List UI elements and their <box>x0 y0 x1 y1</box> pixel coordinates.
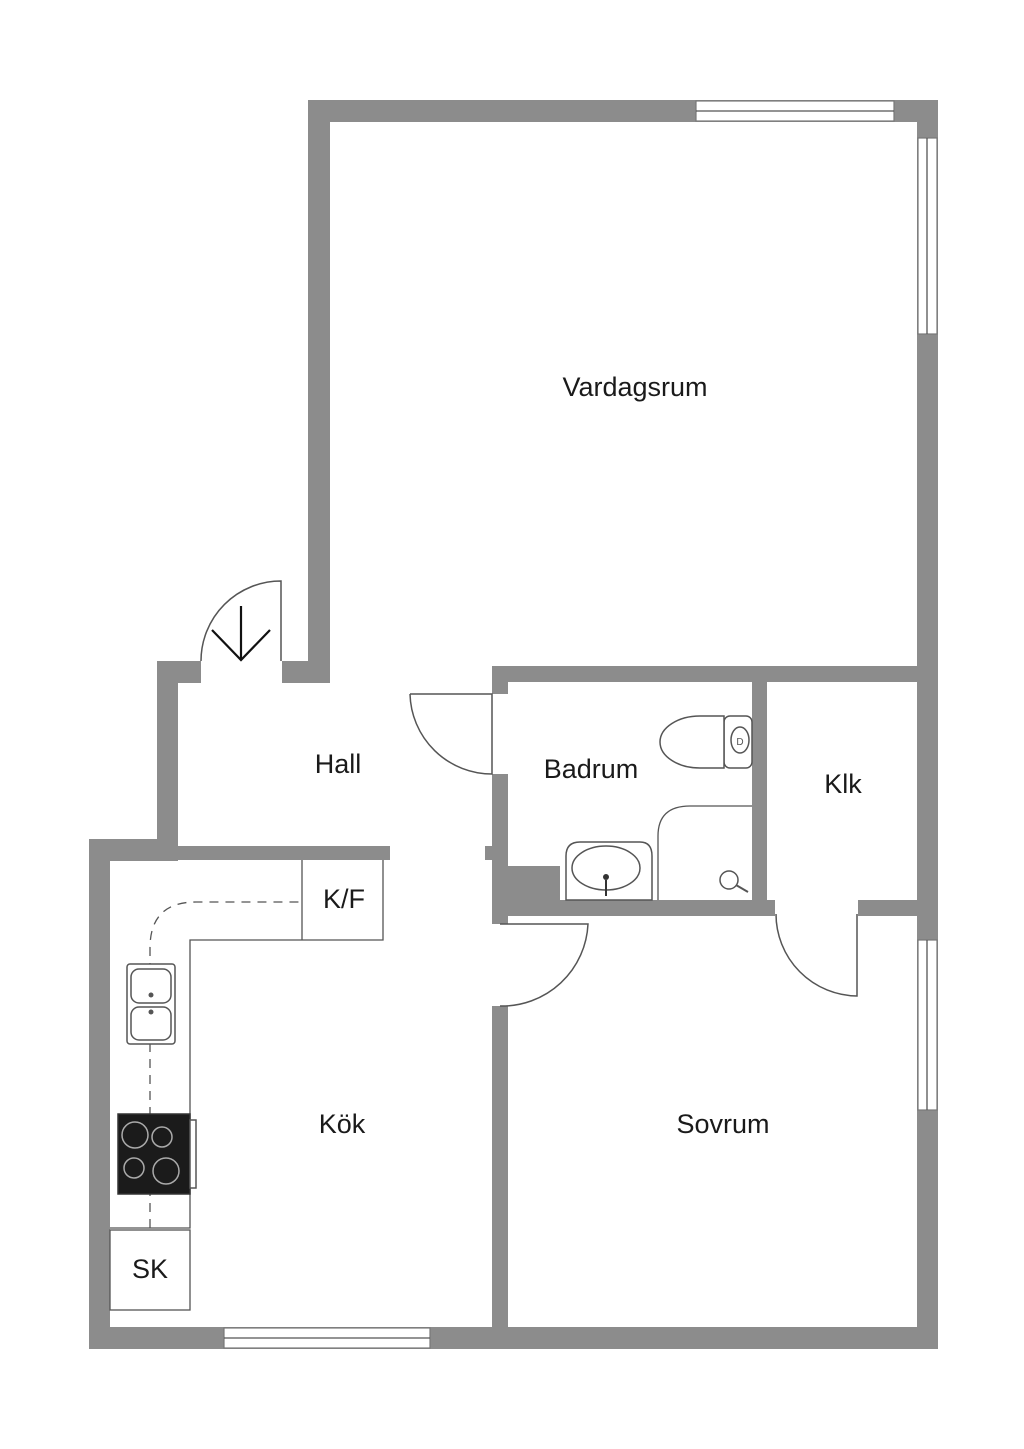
svg-text:D: D <box>736 737 743 748</box>
wall-bath-klk <box>752 682 767 916</box>
stove-icon <box>117 1113 197 1195</box>
doors <box>200 580 858 1007</box>
label-sovrum: Sovrum <box>676 1109 769 1139</box>
wall-bath-left-niche <box>485 846 493 860</box>
toilet-icon: D <box>659 715 753 769</box>
shower-icon <box>657 805 752 900</box>
label-kok: Kök <box>319 1109 366 1139</box>
label-klk: Klk <box>824 769 862 799</box>
wall-bath-bottom <box>492 900 775 916</box>
bathroom-door[interactable] <box>409 693 493 775</box>
bathroom-fixtures: D <box>565 715 753 901</box>
label-badrum: Badrum <box>544 754 639 784</box>
wall-left <box>89 839 110 1349</box>
label-kf: K/F <box>323 884 365 914</box>
wall-kok-sovrum <box>492 1006 508 1336</box>
kitchen-fixtures <box>109 860 384 1311</box>
label-sk: SK <box>132 1254 168 1284</box>
wall-klk-bottom-right <box>858 900 918 916</box>
wall-left-vardagsrum <box>308 100 330 683</box>
wall-kitchen-top <box>89 839 178 861</box>
wall-bath-left-upper <box>492 666 508 694</box>
wall-hall-top-right <box>282 661 330 683</box>
kitchen-sink-icon <box>126 963 176 1045</box>
sk-cabinet <box>109 1229 191 1311</box>
entrance-door[interactable] <box>200 580 282 662</box>
room-labels: Vardagsrum Hall Badrum Klk K/F Kök Sovru… <box>132 372 862 1284</box>
shower-drain <box>719 870 749 893</box>
wall-bath-left-lower <box>492 774 508 924</box>
washbasin-icon <box>565 841 653 901</box>
entrance-arrow-icon <box>211 606 271 662</box>
klk-door[interactable] <box>775 913 858 997</box>
wall-bath-top <box>492 666 918 682</box>
wall-hall-left <box>157 661 178 861</box>
sovrum-door[interactable] <box>499 923 589 1007</box>
label-hall: Hall <box>315 749 362 779</box>
wall-bath-shaft <box>508 866 560 902</box>
walls <box>89 100 938 1349</box>
label-vardagsrum: Vardagsrum <box>562 372 707 402</box>
wall-kitchen-hall <box>178 846 390 860</box>
windows <box>223 100 938 1349</box>
wall-bottom <box>89 1327 938 1349</box>
